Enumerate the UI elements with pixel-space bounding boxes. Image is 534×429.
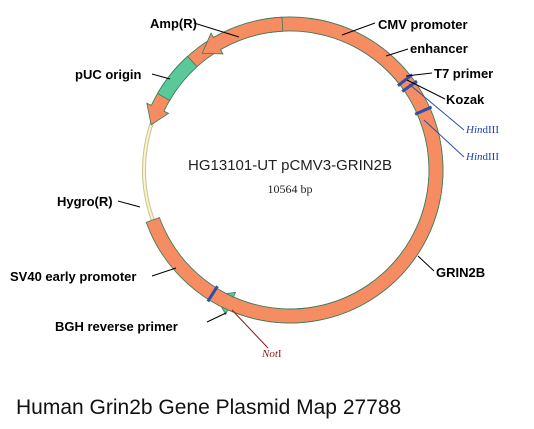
leader-cmv bbox=[341, 22, 376, 36]
label-hygro: Hygro(R) bbox=[57, 194, 113, 209]
leader-not bbox=[231, 309, 269, 349]
leader-amp bbox=[193, 22, 240, 38]
label-sv40-early-promoter: SV40 early promoter bbox=[10, 269, 136, 284]
marker-hindiii-a bbox=[401, 79, 418, 93]
site-noti-italic: Not bbox=[261, 348, 279, 360]
leader-grin2b bbox=[417, 255, 435, 272]
label-puc-origin: pUC origin bbox=[75, 67, 141, 82]
segment-puc-origin bbox=[156, 55, 198, 102]
marker-hindiii-b bbox=[414, 105, 433, 116]
leader-hind-a bbox=[408, 83, 465, 131]
label-grin2b: GRIN2B bbox=[436, 265, 485, 280]
site-noti-rest: I bbox=[278, 348, 282, 360]
segment-hygro bbox=[145, 16, 444, 324]
site-hindiii-a-rest: dIII bbox=[483, 124, 500, 136]
site-hindiii-b-rest: dIII bbox=[483, 151, 500, 163]
label-enhancer: enhancer bbox=[410, 41, 468, 56]
label-bgh-reverse-primer: BGH reverse primer bbox=[55, 319, 178, 334]
site-hindiii-b-italic: Hin bbox=[465, 151, 483, 163]
leader-t7 bbox=[405, 72, 433, 77]
marker-noti bbox=[206, 285, 219, 303]
segment-amp bbox=[201, 16, 284, 55]
site-hindiii-a-italic: Hin bbox=[465, 124, 483, 136]
label-cmv-promoter: CMV promoter bbox=[378, 17, 468, 32]
segment-grin2b bbox=[214, 107, 444, 324]
site-hindiii-b: HindIII bbox=[465, 151, 499, 163]
leader-sv40 bbox=[151, 267, 177, 277]
leader-hygro bbox=[117, 200, 141, 208]
site-hindiii-a: HindIII bbox=[465, 124, 499, 136]
marker-t7-kozak bbox=[397, 73, 414, 87]
feature-segments bbox=[145, 16, 444, 324]
leader-enhancer bbox=[385, 48, 409, 57]
label-amp: Amp(R) bbox=[150, 16, 197, 31]
site-noti: NotI bbox=[261, 348, 282, 360]
plasmid-name: HG13101-UT pCMV3-GRIN2B bbox=[188, 157, 392, 174]
label-t7-primer: T7 primer bbox=[434, 66, 493, 81]
plasmid-size: 10564 bp bbox=[268, 182, 313, 196]
leader-kozak bbox=[406, 79, 446, 100]
leader-hind-b bbox=[423, 119, 465, 158]
leader-puc bbox=[151, 73, 171, 80]
figure-caption: Human Grin2b Gene Plasmid Map 27788 bbox=[16, 396, 401, 419]
leader-bgh bbox=[206, 312, 227, 323]
label-kozak: Kozak bbox=[446, 92, 485, 107]
